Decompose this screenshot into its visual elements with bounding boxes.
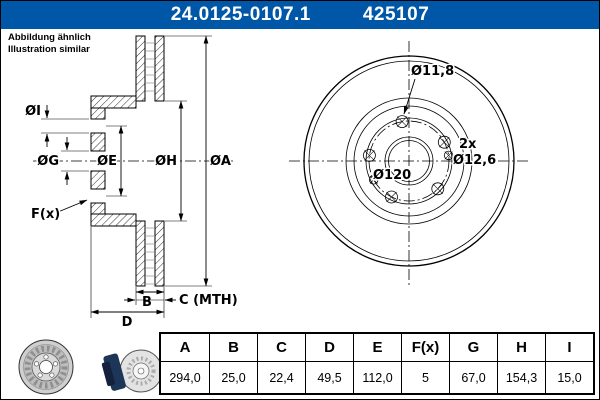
outer-diameter-circle <box>303 55 515 267</box>
friction-plate <box>154 220 165 287</box>
hat-wall <box>90 95 137 109</box>
table-header-cell: I <box>545 334 593 361</box>
center-dia-label: Ø120 <box>373 168 411 183</box>
table-value-cell: 5 <box>401 361 449 393</box>
note-line-de: Abbildung ähnlich <box>8 32 91 43</box>
bolt-holes <box>362 115 451 204</box>
center-bore-circle <box>384 136 434 186</box>
friction-plate <box>135 220 146 287</box>
hat-wall <box>90 213 137 227</box>
mounting-flange <box>90 132 106 152</box>
hat-face-circle <box>365 117 453 205</box>
pin-holes <box>369 150 454 185</box>
front-view: Ø11,8 2x Ø12,6 Ø120 <box>289 41 529 287</box>
center-bore-inner-circle <box>388 140 430 182</box>
dimension-table: A B C D E F(x) G H I 294,0 25,0 22,4 49,… <box>159 332 595 395</box>
bolt-circle <box>368 120 450 202</box>
order-number: 425107 <box>362 4 430 25</box>
dim-label-f: F(x) <box>31 207 60 222</box>
mounting-flange <box>90 107 106 120</box>
table-header-cell: G <box>449 334 497 361</box>
table-header-cell: A <box>179 339 191 356</box>
similarity-note: Abbildung ähnlich Illustration similar <box>8 32 91 57</box>
vent-vanes <box>146 42 154 285</box>
technical-drawing: ØA ØH ØE ØG ØI F(x) <box>18 35 529 395</box>
table-header-cell: B <box>209 334 257 361</box>
dim-label-d: D <box>122 315 133 330</box>
brake-disc-illustration-icon <box>18 339 74 395</box>
table-value-cell: 15,0 <box>545 361 593 393</box>
dim-label-h: ØH <box>155 154 177 169</box>
section-dimensions: ØA ØH ØE ØG ØI F(x) <box>24 35 239 332</box>
table-value-cell: 22,4 <box>257 361 305 393</box>
section-view <box>33 35 233 287</box>
table-header-cell: D <box>305 334 353 361</box>
mounting-flange <box>90 170 106 190</box>
dim-label-i: ØI <box>25 104 41 119</box>
note-line-en: Illustration similar <box>8 44 90 56</box>
table-value-cell: 112,0 <box>353 361 401 393</box>
table-header-cell: E <box>353 334 401 361</box>
dim-label-c: C (MTH) <box>179 293 238 308</box>
friction-plate <box>135 35 146 102</box>
dim-label-b: B <box>142 295 152 310</box>
table-value-cell: 154,3 <box>497 361 545 393</box>
table-header-cell: F(x) <box>401 334 449 361</box>
dim-label-e: ØE <box>97 154 117 169</box>
pin-dia-label: Ø12,6 <box>453 153 496 168</box>
table-header-cell: C <box>257 334 305 361</box>
table-value-cell: 67,0 <box>449 361 497 393</box>
hat-diameter-circle <box>353 105 465 217</box>
outer-chamfer-circle <box>308 60 510 262</box>
table-value-cell: 294,0 <box>161 361 209 393</box>
disc-with-caliper-icon <box>101 349 163 393</box>
header-bar: 24.0125-0107.1 425107 <box>1 1 599 29</box>
mounting-flange <box>90 202 106 215</box>
bolt-hole-label: Ø11,8 <box>411 64 454 79</box>
pin-count-label: 2x <box>459 137 477 152</box>
friction-plate <box>154 35 165 102</box>
table-header-cell: H <box>497 334 545 361</box>
table-value-cell: 25,0 <box>209 361 257 393</box>
dim-label-g: ØG <box>37 154 59 169</box>
part-number: 24.0125-0107.1 <box>170 4 311 25</box>
dim-label-a: ØA <box>210 154 231 169</box>
table-value-cell: 49,5 <box>305 361 353 393</box>
